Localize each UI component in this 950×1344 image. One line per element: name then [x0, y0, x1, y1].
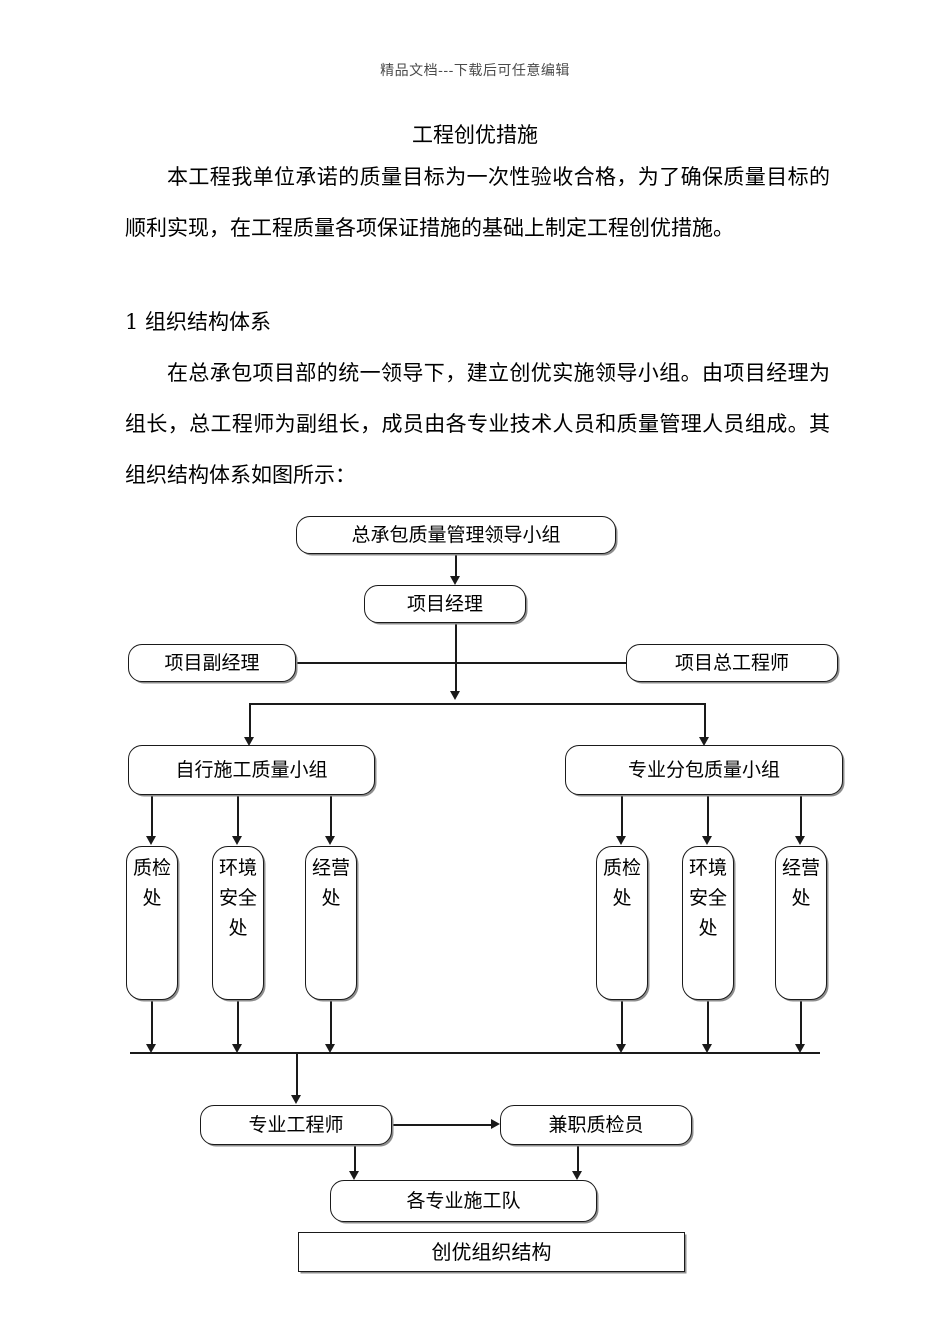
connector-bus-to-specialist-engineer [296, 1052, 298, 1097]
arrow-bar-to-self-group-icon [244, 737, 254, 746]
connector-collection-bus [130, 1052, 820, 1054]
node-subcontract-group: 专业分包质量小组 [565, 745, 843, 795]
arrow-right-dept-1-icon [616, 836, 626, 845]
connector-bar-to-self-group [249, 703, 251, 739]
arrow-manager-spine-icon [450, 691, 460, 700]
connector-selfgroup-to-left-dept-1 [151, 795, 153, 837]
node-self-build-group: 自行施工质量小组 [128, 745, 375, 795]
node-right-dept-operations: 经营处 [775, 846, 827, 1000]
connector-subgroup-to-right-dept-1 [621, 795, 623, 837]
connector-deputy-to-chief [296, 662, 626, 664]
page-title: 工程创优措施 [412, 123, 538, 147]
connector-left-dept-3-to-bus [330, 1000, 332, 1046]
connector-distribution-bar [249, 703, 705, 705]
arrow-inspector-to-teams-icon [572, 1171, 582, 1180]
arrow-left-dept-1-icon [146, 836, 156, 845]
arrow-left-dept-1-to-bus-icon [146, 1044, 156, 1053]
arrow-right-dept-2-to-bus-icon [702, 1044, 712, 1053]
org-chart-diagram: 总承包质量管理领导小组 项目经理 项目副经理 项目总工程师 自行施工质量小组 专… [0, 500, 950, 1300]
node-right-dept-environment-safety: 环境安全处 [682, 846, 734, 1000]
connector-selfgroup-to-left-dept-2 [237, 795, 239, 837]
node-left-dept-operations: 经营处 [305, 846, 357, 1000]
connector-inspector-to-teams [577, 1145, 579, 1173]
node-deputy-manager: 项目副经理 [128, 644, 296, 682]
connector-subgroup-to-right-dept-3 [800, 795, 802, 837]
arrow-left-dept-2-to-bus-icon [232, 1044, 242, 1053]
arrow-bus-to-specialist-engineer-icon [291, 1095, 301, 1104]
node-specialist-engineer: 专业工程师 [200, 1105, 392, 1145]
arrow-bar-to-sub-group-icon [699, 737, 709, 746]
connector-selfgroup-to-left-dept-3 [330, 795, 332, 837]
diagram-caption-box: 创优组织结构 [298, 1232, 685, 1272]
arrow-left-dept-3-to-bus-icon [325, 1044, 335, 1053]
paragraph-intro: 本工程我单位承诺的质量目标为一次性验收合格，为了确保质量目标的顺利实现，在工程质… [125, 165, 830, 240]
arrow-right-dept-3-icon [795, 836, 805, 845]
paragraph-org-structure: 在总承包项目部的统一领导下，建立创优实施领导小组。由项目经理为组长，总工程师为副… [125, 361, 830, 487]
node-left-dept-quality-inspection: 质检处 [126, 846, 178, 1000]
connector-topgroup-to-manager [455, 554, 457, 578]
document-header-note: 精品文档---下载后可任意编辑 [380, 63, 570, 79]
node-project-manager: 项目经理 [364, 585, 526, 623]
arrow-right-dept-2-icon [702, 836, 712, 845]
connector-subgroup-to-right-dept-2 [707, 795, 709, 837]
connector-right-dept-1-to-bus [621, 1000, 623, 1046]
node-construction-teams: 各专业施工队 [330, 1180, 597, 1222]
arrow-right-dept-1-to-bus-icon [616, 1044, 626, 1053]
node-right-dept-quality-inspection: 质检处 [596, 846, 648, 1000]
node-left-dept-environment-safety: 环境安全处 [212, 846, 264, 1000]
connector-left-dept-2-to-bus [237, 1000, 239, 1046]
connector-left-dept-1-to-bus [151, 1000, 153, 1046]
connector-right-dept-3-to-bus [800, 1000, 802, 1046]
node-part-time-inspector: 兼职质检员 [500, 1105, 692, 1145]
connector-bar-to-sub-group [704, 703, 706, 739]
arrow-right-dept-3-to-bus-icon [795, 1044, 805, 1053]
arrow-topgroup-to-manager-icon [450, 576, 460, 585]
node-chief-engineer: 项目总工程师 [626, 644, 838, 682]
arrow-specialist-to-teams-icon [349, 1171, 359, 1180]
node-top-group: 总承包质量管理领导小组 [296, 516, 616, 554]
arrow-left-dept-3-icon [325, 836, 335, 845]
connector-specialist-to-inspector [392, 1124, 492, 1126]
connector-manager-spine [455, 623, 457, 693]
connector-right-dept-2-to-bus [707, 1000, 709, 1046]
section-heading-1: 1 组织结构体系 [125, 310, 272, 334]
connector-specialist-to-teams [354, 1145, 356, 1173]
arrow-specialist-to-inspector-icon [491, 1119, 500, 1129]
arrow-left-dept-2-icon [232, 836, 242, 845]
